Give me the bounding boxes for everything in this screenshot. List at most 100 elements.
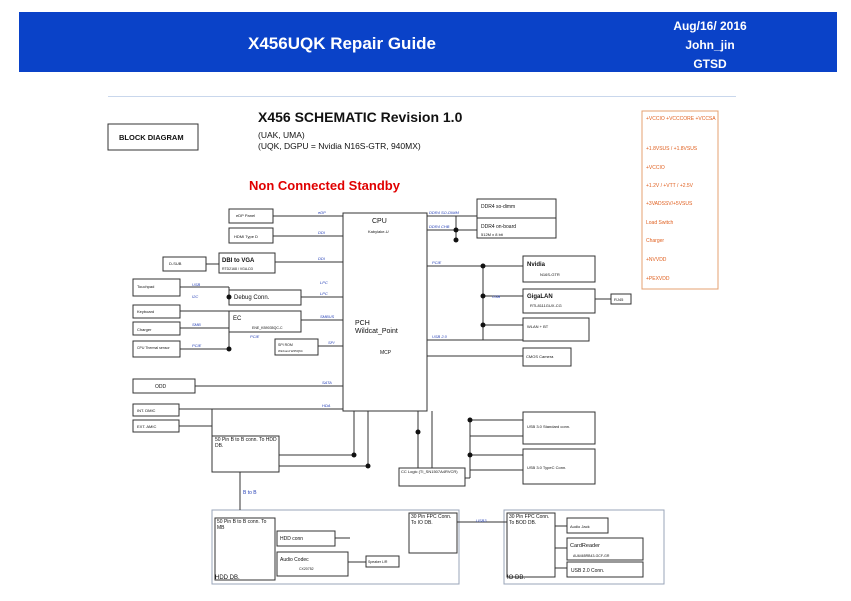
pch-sub: Wildcat_Point [355,328,398,335]
sig-i2c: I2C [192,294,198,299]
svg-text:+3VADSSV/+5VSUS: +3VADSSV/+5VSUS [646,201,693,207]
hdd-db-frame [211,509,460,585]
nvidia-sub: N16S-GTR [540,272,560,277]
sig-ddi1: DDI [318,230,326,235]
cc-logic-label: CC Logic (TI_SN1507A4RVCR) [401,469,458,474]
cpu-sub: Kabylake-U [368,229,389,234]
svg-text:+VCCIO +VCCCORE +VCCSA: +VCCIO +VCCCORE +VCCSA [646,116,716,122]
wlan-box [522,317,590,342]
hdd-conn-box [211,435,280,473]
speaker-label: Speaker L/R [368,560,388,564]
fpc-io-wrap: 30 Pin FPC Conn. To IO DB. [411,514,452,526]
power-list-frame [641,110,719,290]
dsub-label: D-SUB [169,261,182,266]
cmos-box [522,347,572,367]
ddr4-sodimm-label: DDR4 so-dimm [481,204,515,210]
debug-label: Debug Conn. [234,295,270,301]
gigalan-label: GigaLAN [527,294,553,300]
dbi-vga-box [218,252,276,274]
cpu-pch-box [342,212,428,412]
keyboard-label: Keyboard [137,309,154,314]
sig-edp: eDP [318,210,326,215]
fpc-io-label: 30 Pin FPC Conn. To IO DB. [411,514,452,526]
usb30-label: USB 3.0 Standard conn. [527,424,570,429]
b-to-b-label: B to B [243,490,257,496]
sig-smbus: SMBUS [320,314,335,319]
dbi-vga-label: DBI to VGA [222,258,255,264]
nvidia-label: Nvidia [527,262,546,268]
usb20-box [566,561,644,578]
touchpad-label: Touchpad [137,284,154,289]
hdd-db-conn-box [214,517,276,581]
cardreader-label: CardReader [570,543,600,549]
hdmi-label: HDMI Type D [234,234,258,239]
cc-logic-wrap: CC Logic (TI_SN1507A4RVCR) [401,469,458,474]
cmos-label: CMOS Camera [526,354,554,359]
banner-info: Aug/16/ 2016 John_jin GTSD [640,17,780,74]
guide-title: X456UQK Repair Guide [248,34,437,53]
fpc-io-box [408,512,458,554]
sig-ddi2: DDI [318,256,326,261]
int-dmic-label: INT. DMIC [137,408,156,413]
power-list: +VCCIO +VCCCORE +VCCSA +1.8VSUS / +1.8VS… [646,116,716,282]
svg-text:+PEXVDD: +PEXVDD [646,276,670,282]
block-diagram-label-box [107,123,199,151]
odd-label: ODD [155,384,167,390]
uak-label: (UAK, UMA) [258,130,305,140]
banner-author: John_jin [685,38,735,52]
svg-text:+NVVDD: +NVVDD [646,257,667,263]
edp-label: eDP Panel [236,213,255,218]
wlan-label: WLAN + BT [527,324,549,329]
fpc-mb-label: 30 Pin FPC Conn. To BOD DB. [509,514,550,526]
spi-rom-label: SPI ROM [278,343,293,347]
schematic-title: X456 SCHEMATIC Revision 1.0 [258,109,463,125]
int-dmic-box [132,403,180,417]
hdd-db-label: HDD DB. [215,575,240,581]
sig-lpc2: LPC [320,280,328,285]
cpu-label: CPU [372,218,387,225]
thermal-label: CPU Thermal sensor [137,346,170,350]
mcp-label: MCP [380,350,392,356]
charger-label: Charger [137,327,152,332]
svg-text:Load Switch: Load Switch [646,220,673,226]
svg-text:+1.2V / +VTT / +2.5V: +1.2V / +VTT / +2.5V [646,183,694,189]
separator-line [108,96,736,97]
spi-rom-box [274,338,319,356]
sig-pcie2: PCIE [192,343,202,348]
usb20-label: USB 2.0 Conn. [571,568,604,574]
hdd-conn2-label: HDD conn [280,536,303,542]
hdd-db-conn-label: 50 Pin B to B conn. To MB [217,519,267,531]
sig-pcie: PCIE [432,260,442,265]
sig-hda: HDA [322,403,331,408]
hdd-db-conn-wrap: 50 Pin B to B conn. To MB [217,519,267,531]
sig-spi: SPI [328,340,335,345]
banner-dept: GTSD [693,57,727,71]
usb30-box [522,411,596,445]
usbc-label: USB 3.0 TypeC Conn. [527,465,566,470]
sig-ddr-b: DDR4 CHB [429,224,450,229]
header-banner [19,12,837,72]
usbc-box [522,448,596,485]
sig-usb: USB 2.0 [432,334,448,339]
ec-box [228,310,302,333]
rj45-label: RJ45 [614,297,624,302]
sig-smb: SMB [192,322,201,327]
sig-usb-io: USB [492,294,501,299]
sig-sata: SATA [322,380,332,385]
ec-label: EC [233,316,242,322]
sig-lpc: LPC [320,291,328,296]
sig-pcie-wlan: PCIE [250,334,260,339]
dbi-vga-sub: RTD2168 / VGA-D3 [222,267,253,271]
sig-usb2-io: USB [192,282,201,287]
audio-codec-box [276,551,349,577]
cardreader-box [566,537,644,561]
io-db-label: IO DB. [507,575,525,581]
audio-codec-sub: CX20752 [299,567,314,571]
pch-label: PCH [355,320,370,327]
nvidia-box [522,255,596,283]
fpc-mb-box [506,512,556,578]
audio-codec-label: Audio Codec [280,557,309,563]
svg-text:+1.8VSUS / +1.8VSUS: +1.8VSUS / +1.8VSUS [646,146,698,152]
ec-sub: ENE_KB9035QC-C [252,326,283,330]
